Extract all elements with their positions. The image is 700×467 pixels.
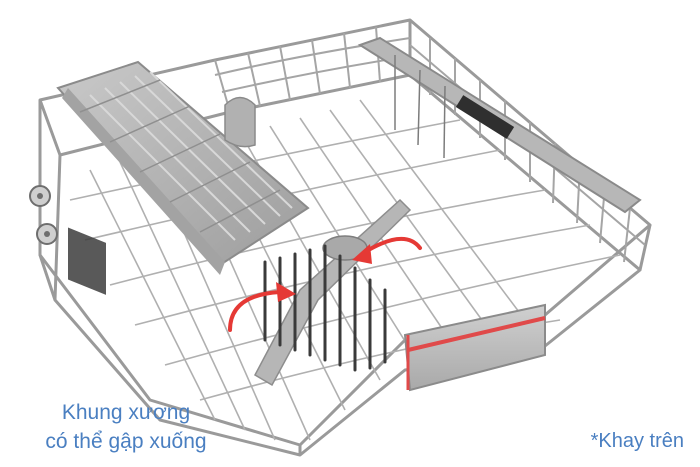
cutlery-basket <box>56 60 310 275</box>
feature-caption: Khung xương có thể gập xuống <box>26 398 226 456</box>
foldable-tines <box>263 244 387 372</box>
fold-arrows <box>228 236 422 332</box>
caption-line-1: Khung xương <box>61 401 191 424</box>
rack-front-handle <box>403 303 546 392</box>
caption-line-2: có thể gập xuống <box>45 430 207 453</box>
upper-tray-note: *Khay trên <box>590 430 684 452</box>
rack-wheels <box>29 185 106 295</box>
fold-down-cup-shelf <box>357 36 642 214</box>
fold-arrow-heads <box>276 244 372 302</box>
